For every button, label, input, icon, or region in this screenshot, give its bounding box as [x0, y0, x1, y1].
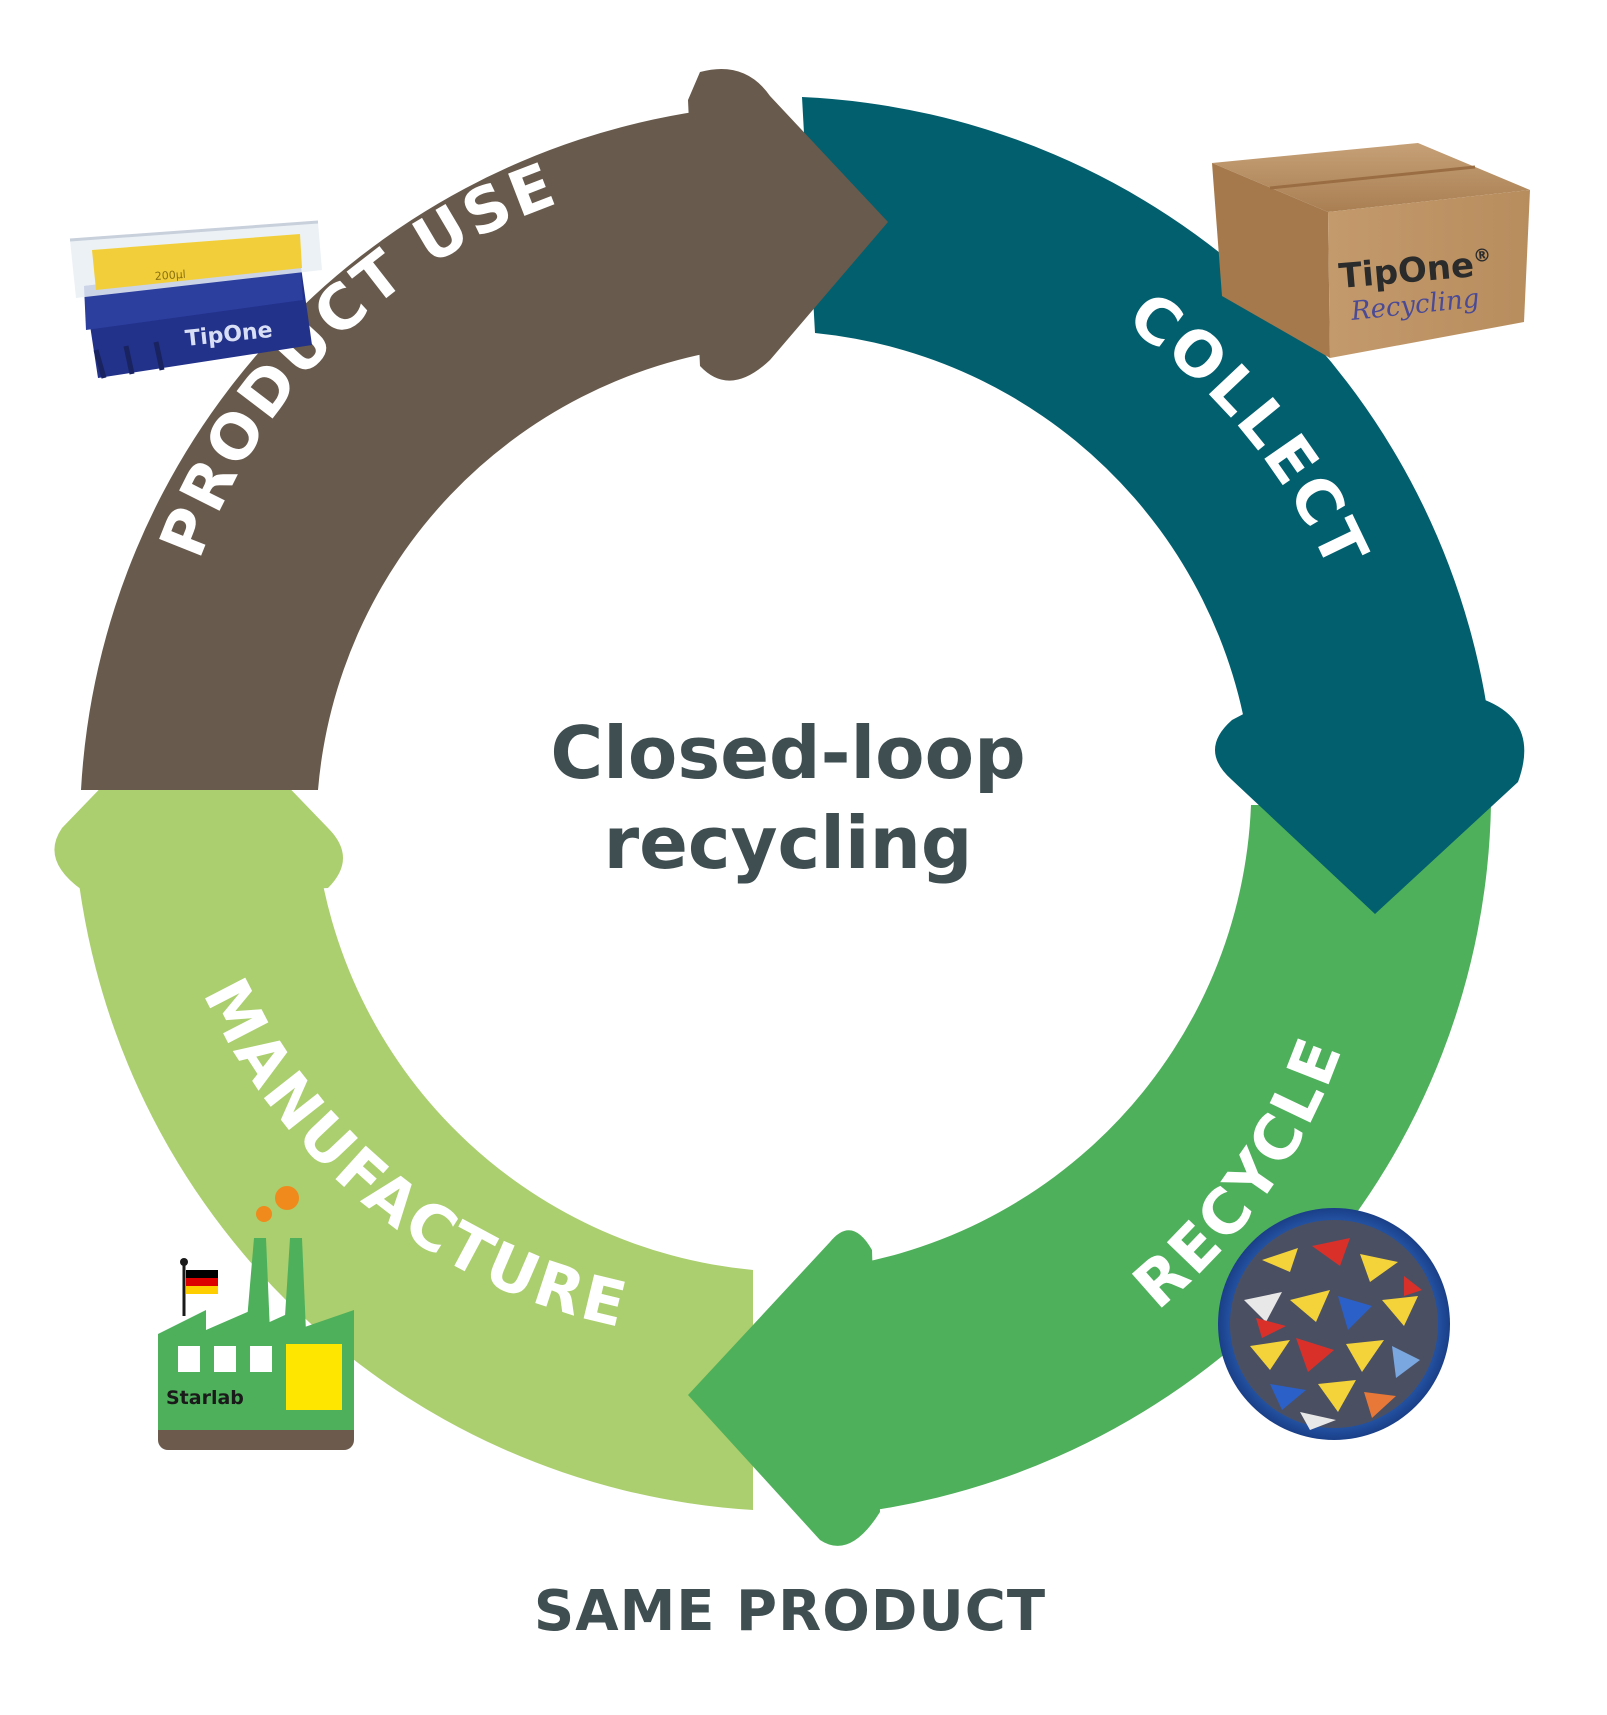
collect-arrowhead	[1215, 700, 1525, 914]
recycle-arc	[815, 805, 1491, 1510]
tip-box-volume: 200µl	[154, 268, 186, 283]
diagram-title-line2: recycling	[604, 801, 973, 885]
footer-same-product: SAME PRODUCT	[534, 1579, 1046, 1644]
stage-recycle	[688, 805, 1491, 1546]
collect-arc	[802, 97, 1493, 755]
shredded-plastic-bowl-icon	[1218, 1208, 1450, 1440]
diagram-title-line1: Closed-loop	[550, 711, 1025, 795]
stage-product-use	[81, 69, 888, 790]
factory-icon: Starlab	[158, 1186, 354, 1450]
manufacture-arc	[74, 840, 753, 1510]
pipette-tip-box-icon: 200µl TipOne	[69, 220, 322, 379]
germany-flag-icon	[186, 1270, 218, 1294]
cardboard-box-icon: TipOne® Recycling	[1212, 143, 1530, 358]
factory-label: Starlab	[166, 1387, 244, 1409]
stage-collect	[802, 97, 1525, 914]
product-use-arc	[81, 111, 738, 790]
recycle-arrowhead	[688, 1230, 880, 1546]
product-use-arrowhead	[688, 69, 888, 381]
